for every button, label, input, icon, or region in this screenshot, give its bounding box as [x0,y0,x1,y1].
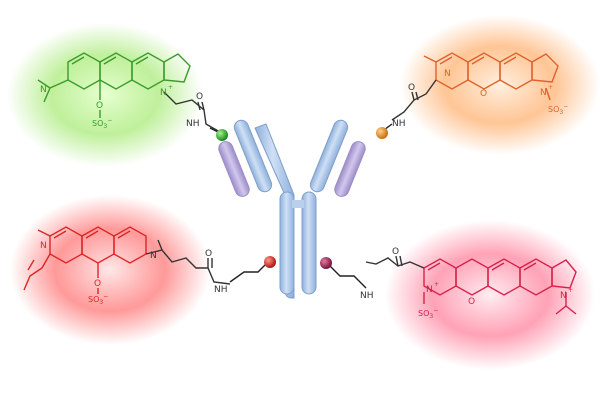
green-n-charge: + [168,84,173,91]
red-nh-label: NH [214,285,228,295]
light-chain-right [334,141,366,197]
heavy-chain-right-top [309,119,349,193]
pink-amide-o-label: O [392,247,399,257]
heavy-chain-right-stem [301,191,317,295]
pink-bead [320,257,332,269]
hinge [292,200,304,208]
red-glow [10,195,210,345]
green-o-label: O [96,101,103,111]
red-n-ring-label: N [40,241,47,251]
pink-n-right-label: N [560,291,567,301]
orange-o-label: O [480,89,487,99]
orange-so3-label: SO3− [548,103,568,116]
pink-n-right-charge: + [568,287,573,294]
red-o-label: O [94,279,101,289]
orange-n-ring-label: N [444,69,451,79]
red-amide-o-label: O [205,249,212,259]
red-n-amine-label: N [150,251,157,261]
green-glow [7,23,203,167]
orange-bead [376,127,388,139]
red-so3-label: SO3− [88,293,108,306]
pink-dye [365,255,577,315]
orange-dye [391,52,559,121]
pink-n-plus-label: N [426,285,433,295]
pink-dye-labels: N + O SO3− N + O NH [360,247,573,320]
green-amide-o-label: O [196,92,203,102]
red-dye [23,226,231,294]
pink-nh-label: NH [360,291,374,301]
heavy-chain-left-stem [279,191,295,295]
light-chain-left [218,141,250,197]
green-nme2-label: N [40,85,47,95]
green-so3-label: SO3− [92,117,112,130]
heavy-chain-left-top [233,119,273,193]
green-n-plus-label: N [160,88,167,98]
orange-nh-label: NH [392,119,406,129]
pink-glow [385,220,595,370]
orange-n-plus-label: N [540,88,547,98]
orange-amide-o-label: O [408,83,415,93]
orange-dye-labels: N O N + SO3− O NH [392,69,568,129]
orange-n-charge: + [548,84,553,91]
green-bead [216,129,228,141]
antibody [218,119,366,299]
green-nh-label: NH [186,119,200,129]
pink-n-charge: + [434,281,439,288]
orange-glow [400,15,600,155]
green-dye [37,52,221,133]
pink-linker [329,265,367,289]
red-bead [264,256,276,268]
pink-so3-label: SO3− [418,307,438,320]
green-dye-labels: N N + O SO3− O NH [40,84,203,130]
red-linker [229,263,267,283]
red-dye-labels: N N O SO3− O NH [40,241,228,306]
pink-o-label: O [468,297,475,307]
